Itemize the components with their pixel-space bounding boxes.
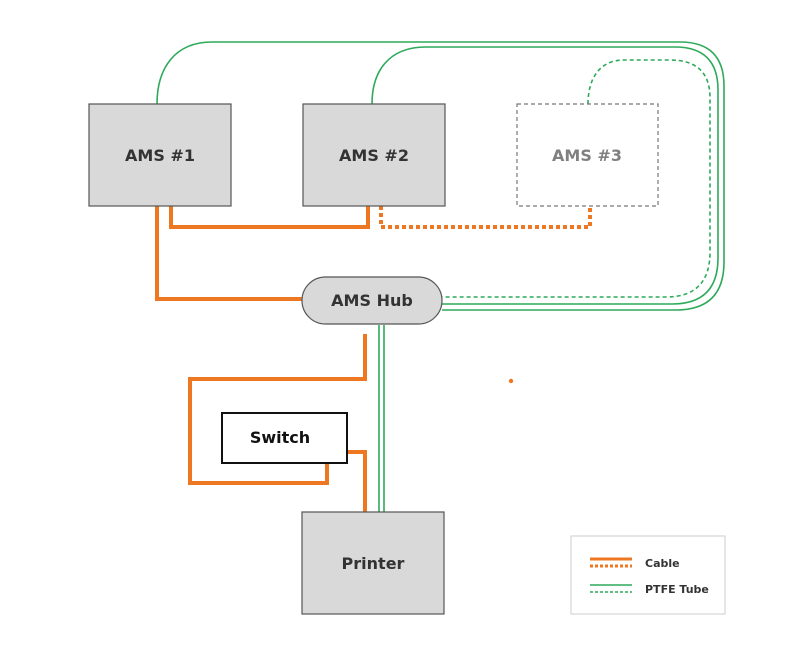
legend-frame <box>570 535 726 615</box>
cable-switch-printer <box>347 450 367 512</box>
cable-ams2-ams3-optional <box>379 206 592 229</box>
ams2-box: AMS #2 <box>302 103 446 207</box>
ams3-box-optional: AMS #3 <box>516 103 659 207</box>
printer-label: Printer <box>342 554 405 573</box>
cable-ams1-hub <box>155 206 304 301</box>
ptfe-tube-ams2 <box>371 46 719 305</box>
switch-label: Switch <box>250 428 310 447</box>
cable-hub-switch <box>188 334 367 485</box>
ptfe-tube-ams3-optional <box>442 59 711 298</box>
ams2-label: AMS #2 <box>339 146 409 165</box>
switch-box: Switch <box>221 412 348 464</box>
legend-cable-label: Cable <box>645 557 680 570</box>
cables <box>155 206 592 512</box>
ams3-label: AMS #3 <box>552 146 622 165</box>
hub-label: AMS Hub <box>331 291 413 310</box>
printer-box: Printer <box>301 511 445 615</box>
cable-ams1-ams2 <box>169 206 370 229</box>
ams1-label: AMS #1 <box>125 146 195 165</box>
legend-ptfe-label: PTFE Tube <box>645 583 709 596</box>
ptfe-tube-ams1 <box>156 41 725 311</box>
hub-node: AMS Hub <box>301 276 443 325</box>
ptfe-tubes <box>156 41 725 512</box>
ams1-box: AMS #1 <box>88 103 232 207</box>
legend: Cable PTFE Tube <box>570 535 726 615</box>
marker-dot <box>508 378 514 384</box>
